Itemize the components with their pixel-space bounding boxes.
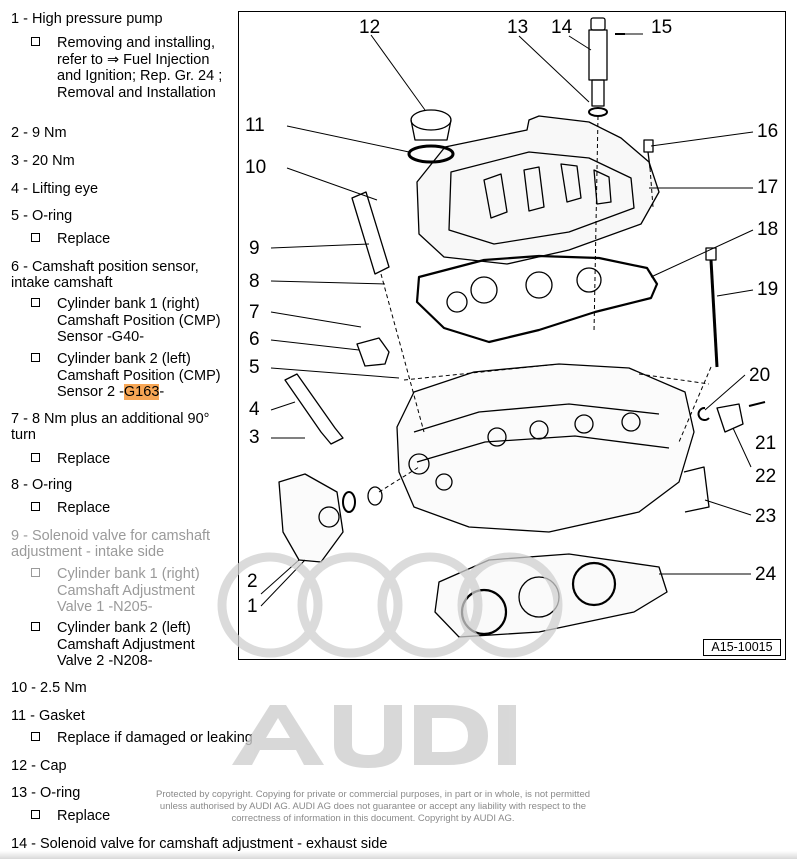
callout-10: 10 (245, 157, 267, 178)
legend-entry-7: 7 - 8 Nm plus an additional 90° turn (11, 411, 210, 443)
legend-entry-12: 12 - Cap (11, 758, 67, 774)
callout-2: 2 (247, 571, 258, 592)
checkbox-icon (31, 502, 40, 511)
legend-entry-9: 9 - Solenoid valve for camshaft adjustme… (11, 528, 211, 560)
checkbox-icon (31, 453, 40, 462)
callout-15: 15 (651, 17, 673, 38)
cylinder-head-illustration (260, 17, 766, 638)
checkbox-icon (31, 37, 40, 46)
callout-22: 22 (755, 466, 777, 487)
callout-3: 3 (249, 427, 260, 448)
callout-6: 6 (249, 329, 260, 350)
callout-8: 8 (249, 271, 260, 292)
legend-entry-11: 11 - Gasket (11, 708, 85, 724)
callout-9: 9 (249, 238, 260, 259)
exploded-diagram: 12 13 14 15 11 16 10 17 18 9 8 19 7 6 5 … (238, 11, 786, 660)
callout-12: 12 (359, 17, 381, 38)
callout-5: 5 (249, 357, 260, 378)
legend-entry-2: 2 - 9 Nm (11, 125, 67, 141)
legend-entry-10: 10 - 2.5 Nm (11, 680, 87, 696)
callout-19: 19 (757, 279, 779, 300)
callout-23: 23 (755, 506, 777, 527)
legend-entry-13: 13 - O-ring (11, 785, 81, 801)
legend-entry-5: 5 - O-ring (11, 208, 73, 224)
callout-18: 18 (757, 219, 779, 240)
checkbox-icon (31, 568, 40, 577)
callout-4: 4 (249, 399, 260, 420)
checkbox-icon (31, 233, 40, 242)
high-pressure-pump (278, 473, 344, 563)
legend-entry-14: 14 - Solenoid valve for camshaft adjustm… (11, 836, 388, 852)
copyright-notice: Protected by copyright. Copying for priv… (155, 789, 591, 824)
page-edge (0, 851, 797, 859)
checkbox-icon (31, 298, 40, 307)
checkbox-icon (31, 732, 40, 741)
callout-24: 24 (755, 564, 777, 585)
callout-20: 20 (749, 365, 771, 386)
legend-entry-4: 4 - Lifting eye (11, 181, 99, 197)
search-highlight: G163 (123, 384, 160, 400)
legend-entry-3: 3 - 20 Nm (11, 153, 75, 169)
callout-14: 14 (551, 17, 573, 38)
callout-16: 16 (757, 121, 779, 142)
cylinder-head-cover (416, 115, 660, 265)
callout-11: 11 (245, 115, 265, 136)
callout-7: 7 (249, 302, 260, 323)
legend-entry-1: 1 - High pressure pump (11, 11, 163, 27)
cylinder-head (396, 363, 695, 533)
legend-entry-8: 8 - O-ring (11, 477, 73, 493)
callout-1: 1 (247, 596, 258, 617)
callout-13: 13 (507, 17, 529, 38)
checkbox-icon (31, 810, 40, 819)
callout-17: 17 (757, 177, 779, 198)
parts-legend: 1 - High pressure pump Removing and inst… (11, 11, 388, 852)
figure-reference: A15-10015 (703, 639, 781, 656)
checkbox-icon (31, 622, 40, 631)
callout-21: 21 (755, 433, 777, 454)
cover-gasket (415, 254, 659, 344)
checkbox-icon (31, 353, 40, 362)
legend-entry-6: 6 - Camshaft position sensor, intake cam… (11, 259, 199, 291)
